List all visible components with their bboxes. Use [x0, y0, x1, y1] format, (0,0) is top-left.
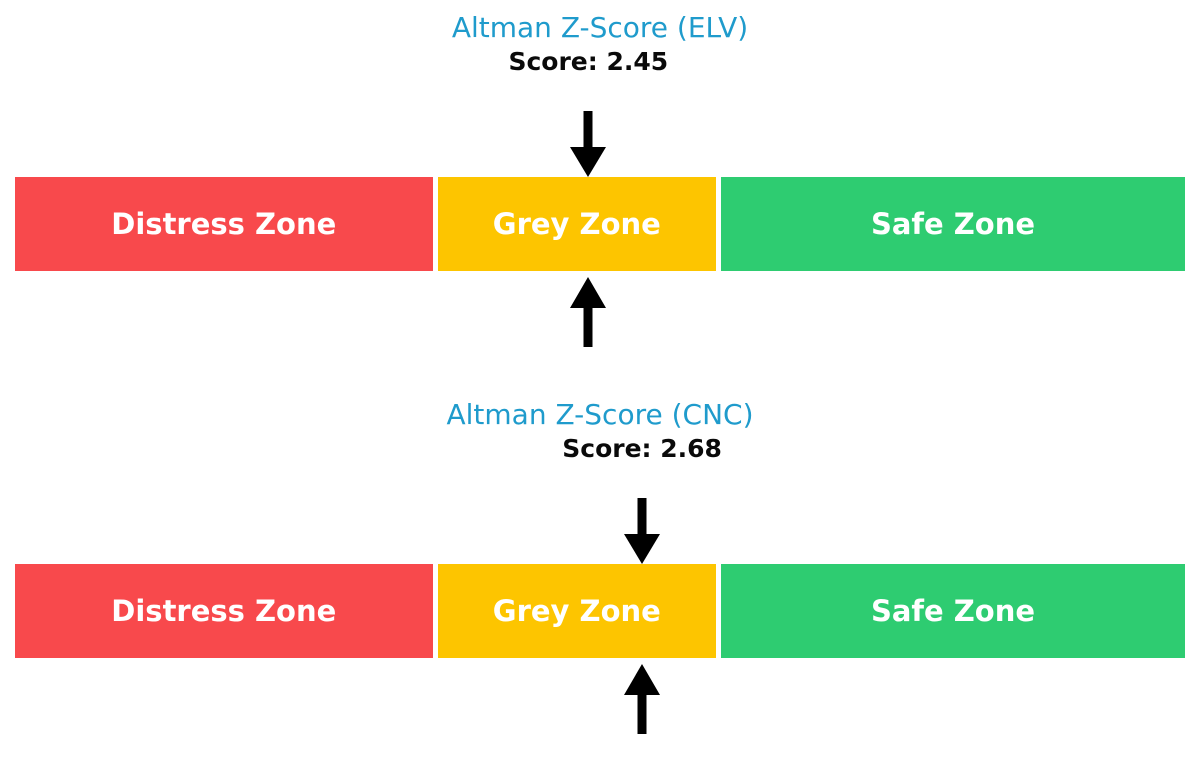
plot-area: Score: 2.45 Distress Zone Grey Zone Safe…: [15, 44, 1185, 347]
arrow-down-icon: [570, 111, 607, 177]
chart-title: Altman Z-Score (ELV): [451, 11, 749, 44]
zone-label-safe: Safe Zone: [870, 207, 1036, 241]
zone-bar: Distress Zone Grey Zone Safe Zone: [15, 564, 1185, 658]
arrow-up-row: [15, 658, 1185, 734]
zone-safe: Safe Zone: [721, 564, 1185, 658]
arrow-up-row: [15, 271, 1185, 347]
zone-label-grey: Grey Zone: [492, 594, 661, 628]
score-row: Score: 2.45: [15, 44, 1185, 78]
arrow-up-icon: [624, 664, 661, 734]
zscore-chart-cnc: Altman Z-Score (CNC) Score: 2.68 Distres…: [0, 387, 1200, 774]
score-row: Score: 2.68: [15, 431, 1185, 465]
score-label: Score: 2.45: [508, 47, 669, 76]
arrow-down-row: [15, 78, 1185, 177]
zone-grey: Grey Zone: [437, 177, 716, 271]
zone-label-distress: Distress Zone: [111, 207, 337, 241]
chart-title: Altman Z-Score (CNC): [446, 398, 754, 431]
score-label: Score: 2.68: [562, 434, 722, 463]
score-marker-down: [569, 111, 607, 177]
arrow-down-row: [15, 465, 1185, 564]
plot-area: Score: 2.68 Distress Zone Grey Zone Safe…: [15, 431, 1185, 734]
zone-label-grey: Grey Zone: [492, 207, 661, 241]
score-marker-up: [569, 277, 607, 347]
zone-distress: Distress Zone: [15, 564, 433, 658]
arrow-down-icon: [624, 498, 661, 564]
zone-grey: Grey Zone: [437, 564, 716, 658]
zone-label-safe: Safe Zone: [870, 594, 1036, 628]
score-marker-down: [623, 498, 661, 564]
zscore-chart-elv: Altman Z-Score (ELV) Score: 2.45 Distres…: [15, 11, 1185, 347]
zone-bar: Distress Zone Grey Zone Safe Zone: [15, 177, 1185, 271]
zone-distress: Distress Zone: [15, 177, 433, 271]
zone-label-distress: Distress Zone: [111, 594, 337, 628]
arrow-up-icon: [570, 277, 607, 347]
zone-safe: Safe Zone: [721, 177, 1185, 271]
score-marker-up: [623, 664, 661, 734]
